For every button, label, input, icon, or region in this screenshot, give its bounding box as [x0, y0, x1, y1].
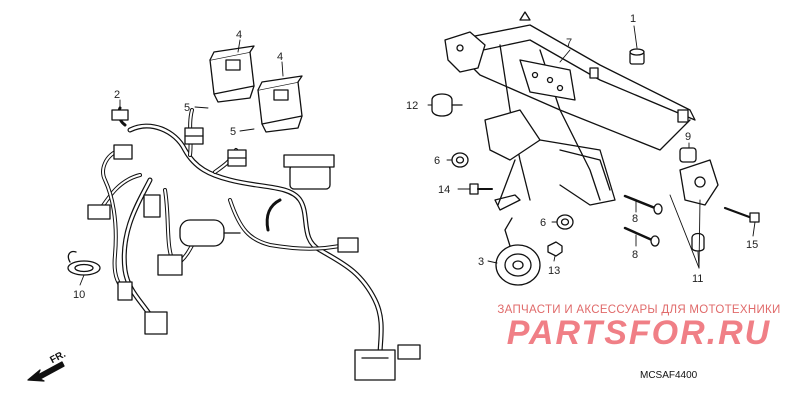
- grommet-10: [67, 250, 101, 276]
- relay-left: [209, 45, 255, 103]
- grommet-6-lower: [556, 214, 574, 230]
- watermark-subtitle: ЗАПЧАСТИ И АКСЕССУАРЫ ДЛЯ МОТОТЕХНИКИ: [497, 304, 781, 316]
- callout-12: 12: [406, 100, 418, 112]
- callout-1: 1: [630, 13, 636, 25]
- bolt-14: [469, 183, 493, 195]
- callout-15: 15: [746, 239, 758, 251]
- callout-5-left: 5: [184, 102, 190, 114]
- callout-6-upper: 6: [434, 155, 440, 167]
- horn-3: [495, 217, 541, 286]
- wire-harness: [87, 106, 421, 381]
- callout-7: 7: [566, 37, 572, 49]
- clip-11: [691, 232, 705, 252]
- bolt-15: [723, 206, 760, 223]
- front-arrow-icon: [27, 361, 65, 382]
- connector-2: [111, 109, 129, 121]
- leader-lines: [79, 25, 756, 286]
- callout-11: 11: [692, 273, 703, 285]
- relay-socket-left: [184, 127, 204, 145]
- callout-2: 2: [114, 89, 120, 101]
- callout-8-upper: 8: [632, 213, 638, 225]
- callout-6-lower: 6: [540, 217, 546, 229]
- callout-13: 13: [548, 265, 560, 277]
- grommet-6-upper: [451, 152, 469, 168]
- upper-bracket: [444, 11, 719, 211]
- callout-4-left: 4: [236, 29, 242, 41]
- grommet-1: [629, 48, 645, 65]
- relay-socket-right: [227, 149, 247, 167]
- callout-10: 10: [73, 289, 85, 301]
- clip-12: [431, 93, 463, 117]
- nut-13: [547, 241, 563, 257]
- collar-9: [679, 147, 697, 163]
- callout-8-lower: 8: [632, 249, 638, 261]
- callout-4-right: 4: [277, 51, 283, 63]
- watermark-logo: PARTSFOR.RU: [506, 314, 772, 352]
- callout-9: 9: [685, 131, 691, 143]
- diagram-code: MCSAF4400: [640, 370, 698, 381]
- callout-3: 3: [478, 256, 484, 268]
- relay-right: [257, 75, 303, 133]
- bolt-8-upper: [623, 194, 663, 215]
- callout-14: 14: [438, 184, 450, 196]
- callout-5-right: 5: [230, 126, 236, 138]
- bolt-8-lower: [623, 226, 660, 247]
